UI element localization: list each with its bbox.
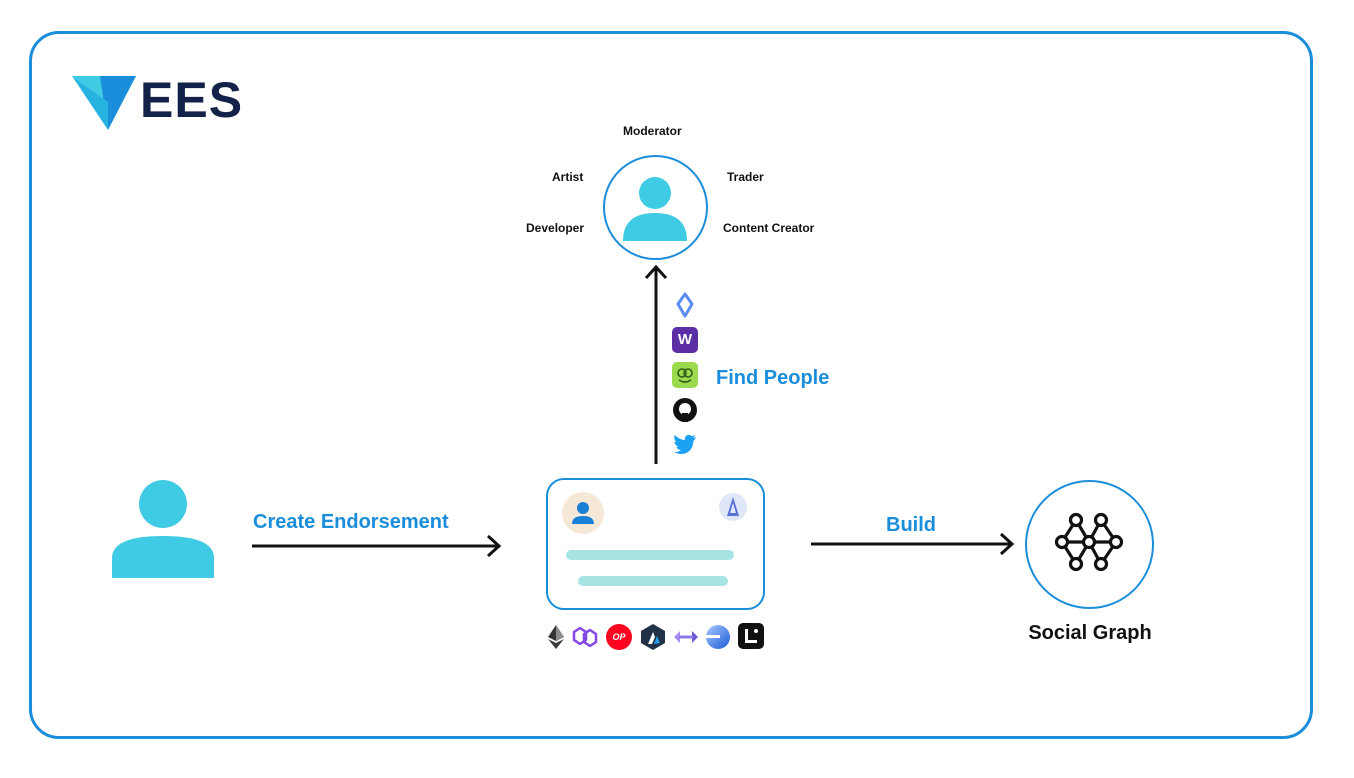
optimism-icon: OP (606, 624, 632, 650)
build-label: Build (886, 514, 936, 536)
person-icon (623, 177, 687, 241)
people-avatar-circle (603, 155, 708, 260)
endorsement-card (546, 478, 765, 610)
user-icon (112, 480, 214, 578)
ees-logo-icon (72, 76, 136, 130)
find-arrow (644, 264, 668, 464)
github-icon (673, 398, 697, 422)
card-line-2 (578, 576, 728, 586)
network-graph-icon (1054, 512, 1124, 572)
logo-text: EES (140, 72, 244, 128)
twitter-icon (674, 434, 696, 454)
card-avatar-icon (562, 492, 604, 534)
arbitrum-icon (641, 624, 665, 650)
role-developer: Developer (526, 221, 585, 235)
ens-icon (676, 292, 694, 318)
social-graph-circle (1025, 480, 1154, 609)
linea-icon (738, 623, 764, 649)
role-content-creator: Content Creator (723, 221, 815, 235)
polygon-icon (572, 626, 598, 648)
role-artist: Artist (552, 170, 584, 184)
diagram-frame (29, 31, 1313, 739)
lens-icon (672, 362, 698, 388)
connext-icon (674, 631, 698, 643)
role-trader: Trader (727, 170, 764, 184)
create-endorsement-label: Create Endorsement (253, 511, 449, 533)
card-line-1 (566, 550, 734, 560)
base-icon (706, 625, 730, 649)
social-graph-label: Social Graph (1028, 622, 1152, 644)
find-people-label: Find People (716, 367, 830, 389)
build-arrow (811, 532, 1015, 556)
create-arrow (252, 534, 502, 558)
warpcast-icon: W (672, 327, 698, 353)
ethereum-icon (548, 625, 564, 649)
role-moderator: Moderator (623, 124, 682, 138)
attestation-icon (719, 493, 747, 521)
